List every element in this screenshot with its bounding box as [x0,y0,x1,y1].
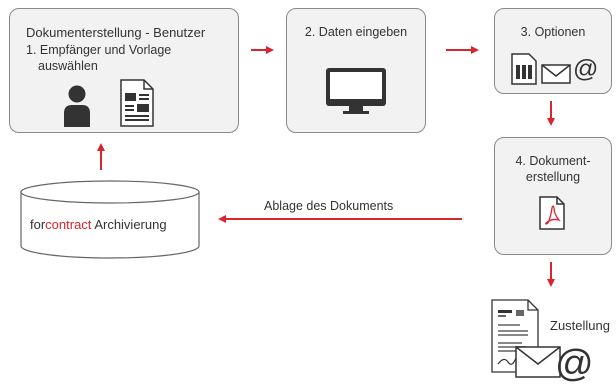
arrow-label-ablage: Ablage des Dokuments [264,199,394,213]
step-2-title: 2. Daten eingeben [304,25,408,39]
print-icon [511,53,537,85]
person-icon [64,85,90,127]
step-1-line-2: auswählen [38,59,98,73]
at-sign-icon: @ [573,55,599,83]
step-3-title: 3. Optionen [520,25,586,39]
step-4-line-1: 4. Dokument- [515,154,591,168]
email-envelope-icon [515,346,561,378]
step-1-line-1: 1. Empfänger und Vorlage [26,43,172,57]
step-1-title: Dokumenterstellung - Benutzer [26,25,206,40]
monitor-icon [326,68,386,114]
step-3-box: 3. Optionen @ [494,8,612,94]
pdf-document-icon [539,196,565,230]
step-2-box: 2. Daten eingeben [286,8,426,133]
archive-prefix: for [30,217,46,232]
delivery-label: Zustellung [550,318,610,333]
template-document-icon [120,79,154,127]
at-sign-icon: @ [555,343,594,385]
archive-brand: contract [45,217,92,232]
database-cylinder-icon [20,180,200,259]
archive-suffix: Archivierung [91,217,167,232]
step-1-box: Dokumenterstellung - Benutzer 1. Empfäng… [9,8,239,133]
step-4-box: 4. Dokument- erstellung [494,137,612,255]
email-envelope-icon [541,64,571,84]
archive-label: forcontract Archivierung [30,217,167,232]
step-4-line-2: erstellung [525,170,581,184]
